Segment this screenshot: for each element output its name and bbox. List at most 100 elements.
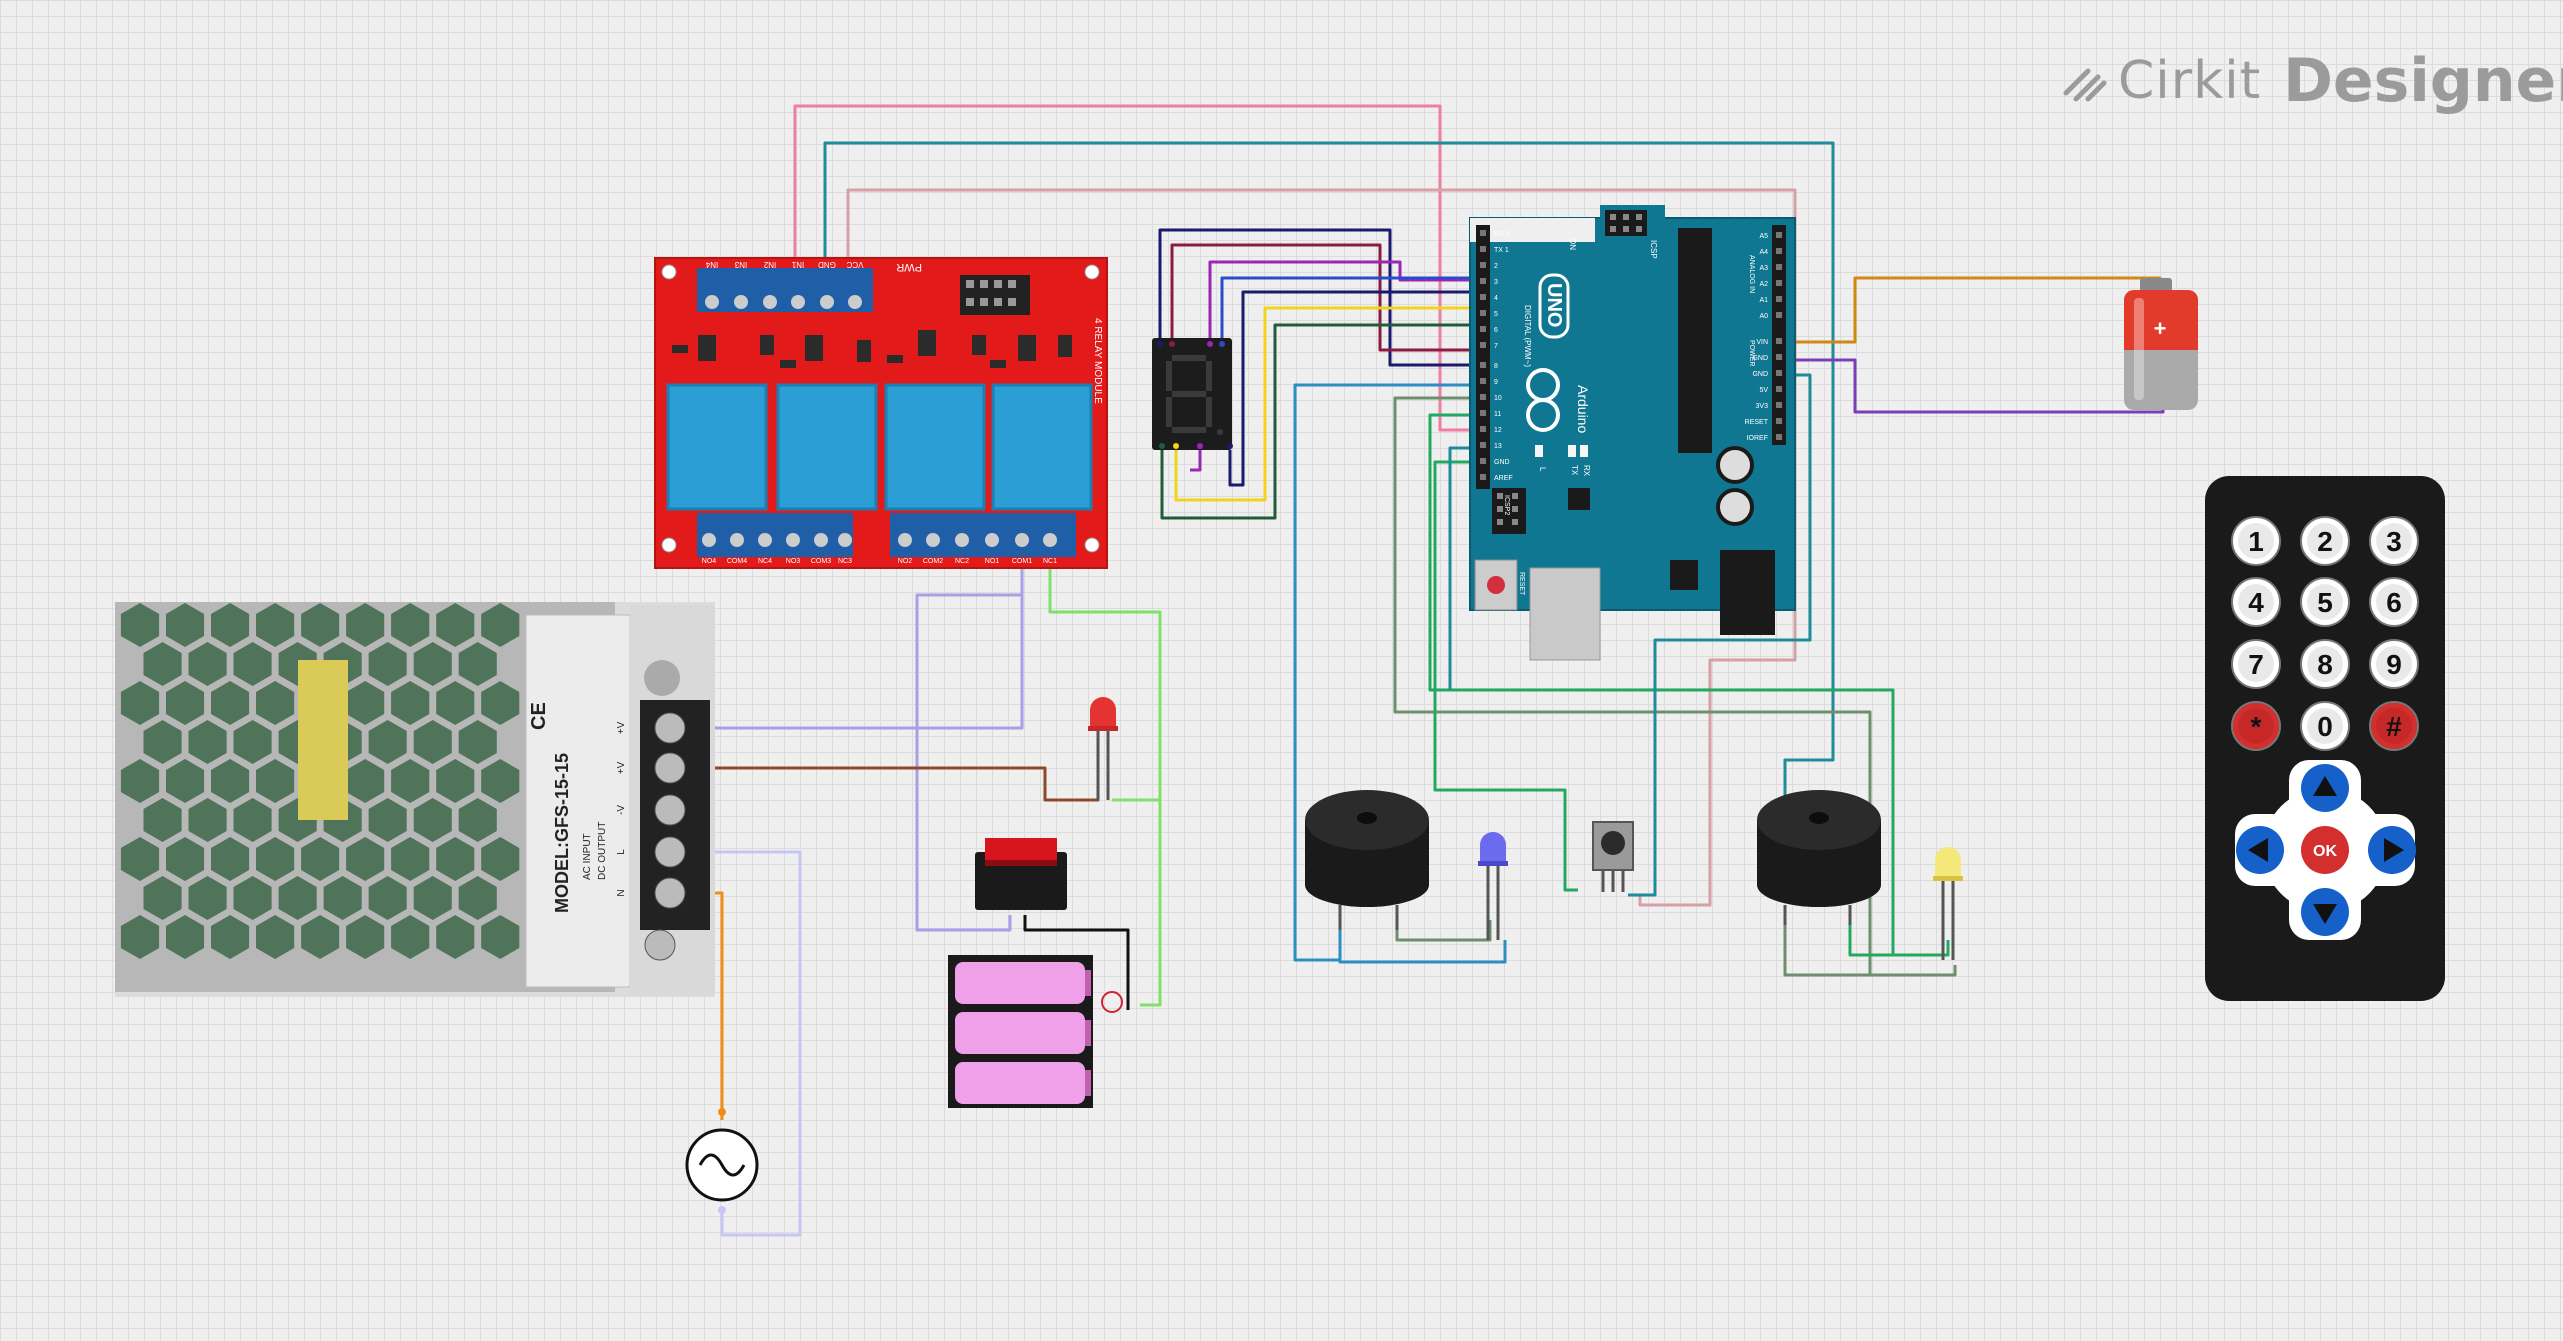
wire-darkgreen[interactable]: [1160, 323, 1475, 520]
brand-name: Cirkit: [2118, 51, 2262, 111]
wire-lightlav[interactable]: [686, 850, 802, 1237]
wire-blue-seg[interactable]: [1220, 276, 1475, 338]
arduino-leds: [1535, 445, 1588, 457]
relay-pin-nc3: NC3: [838, 558, 852, 565]
wire-pink[interactable]: [793, 104, 1474, 432]
remote-key-1[interactable]: 1: [2231, 516, 2281, 566]
remote-key-hash[interactable]: #: [2369, 701, 2419, 751]
remote-key-3[interactable]: 3: [2369, 516, 2419, 566]
psu-grill-cell: [166, 603, 205, 647]
remote-key-7[interactable]: 7: [2231, 639, 2281, 689]
arduino-pin-a3: A3: [1759, 265, 1768, 272]
psu-term-v2: +V: [616, 761, 627, 774]
wire-lavender-2[interactable]: [915, 555, 1024, 932]
wire-navy[interactable]: [1158, 228, 1475, 367]
remote-key-label: 2: [2317, 526, 2333, 557]
psu-term-l: L: [616, 849, 627, 855]
remote-key-0[interactable]: 0: [2300, 701, 2350, 751]
rocker-switch[interactable]: [975, 838, 1067, 910]
remote-key-9[interactable]: 9: [2369, 639, 2419, 689]
wire-teal-led[interactable]: [1448, 446, 1475, 690]
remote-key-8[interactable]: 8: [2300, 639, 2350, 689]
wire-sage-bz1[interactable]: [1395, 905, 1492, 942]
psu-grill-cell: [301, 837, 340, 881]
wire-green-ir[interactable]: [1433, 460, 1578, 892]
remote-key-star[interactable]: *: [2231, 701, 2281, 751]
wire-violet-bat[interactable]: [1778, 358, 2165, 414]
arduino-icsp-label: ICSP: [1649, 240, 1658, 259]
psu-dc-output-label: DC OUTPUT: [597, 822, 608, 880]
buzzer-left[interactable]: [1305, 790, 1429, 930]
arduino-l-label: L: [1538, 467, 1547, 472]
wire-sky-bz1[interactable]: [1338, 910, 1507, 964]
psu-grill-cell: [188, 798, 227, 842]
remote-key-5[interactable]: 5: [2300, 577, 2350, 627]
psu-grill-cell: [323, 876, 362, 920]
psu-grill-cell: [256, 837, 295, 881]
arduino-power-jack[interactable]: [1720, 550, 1775, 635]
arduino-pin-ioref: IOREF: [1747, 435, 1768, 442]
wire-lightgreen[interactable]: [1048, 555, 1162, 1007]
psu-grill-cell: [391, 759, 430, 803]
ir-receiver[interactable]: [1592, 821, 1634, 892]
remote-key-2[interactable]: 2: [2300, 516, 2350, 566]
battery-icon[interactable]: +: [2124, 278, 2198, 410]
psu-grill-cell: [278, 876, 317, 920]
arduino-pin-gnd: GND: [1494, 459, 1510, 466]
psu-grill-cell: [211, 681, 250, 725]
led-blue[interactable]: [1478, 832, 1508, 940]
arduino-pin-a5: A5: [1759, 233, 1768, 240]
relay-pin-no2: NO2: [898, 558, 913, 565]
arduino-pin-3: 3: [1494, 279, 1498, 286]
arduino-uno[interactable]: ICSP ON DIGITAL (PWM~) POWER ANALOG IN R…: [1469, 205, 1796, 661]
wire-purple-2[interactable]: [1190, 450, 1202, 472]
cirkit-logo-icon: [2063, 68, 2107, 102]
arduino-reset-button[interactable]: [1474, 559, 1518, 611]
psu-grill-cell: [413, 798, 452, 842]
wire-blue-led[interactable]: [1628, 373, 1812, 897]
wire-maroon[interactable]: [1170, 243, 1475, 352]
wire-black-sw[interactable]: [1023, 915, 1130, 1010]
wire-navy-2[interactable]: [1228, 290, 1475, 487]
arduino-usb-port[interactable]: [1529, 567, 1601, 661]
led-yellow[interactable]: [1933, 847, 1963, 960]
arduino-pin-7: 7: [1494, 343, 1498, 350]
wire-green-bz2[interactable]: [1848, 905, 1950, 957]
arduino-pin-a0: A0: [1759, 313, 1768, 320]
psu-grill-cell: [481, 837, 520, 881]
wire-lavender[interactable]: [686, 555, 1024, 730]
wire-mauve[interactable]: [846, 188, 1797, 907]
wire-purple[interactable]: [1208, 260, 1475, 338]
cirkit-designer-logo: Cirkit Designer: [2058, 46, 2563, 116]
relay-pin-no3: NO3: [786, 558, 801, 565]
relay-pin-no1: NO1: [985, 558, 1000, 565]
dpad-ok-button[interactable]: [2301, 826, 2349, 874]
wire-orange-bat[interactable]: [1778, 276, 2162, 344]
remote-key-4[interactable]: 4: [2231, 577, 2281, 627]
brand-product: Designer: [2283, 46, 2563, 116]
seven-segment-display[interactable]: [1152, 338, 1233, 450]
arduino-on-label: ON: [1568, 238, 1577, 250]
psu-grill-cell: [481, 681, 520, 725]
led-red[interactable]: [1088, 697, 1118, 800]
buzzer-right[interactable]: [1757, 790, 1881, 925]
psu-grill-cell: [211, 915, 250, 959]
battery-pack[interactable]: [948, 955, 1123, 1108]
remote-key-6[interactable]: 6: [2369, 577, 2419, 627]
psu-grill-cell: [391, 837, 430, 881]
psu-grill-cell: [256, 681, 295, 725]
wire-sage-bz2[interactable]: [1783, 905, 1955, 977]
wire-yellow[interactable]: [1174, 306, 1475, 502]
psu-grill-cell: [120, 915, 160, 959]
psu-model-label: MODEL:GFS-15-15: [552, 753, 572, 913]
relay-module[interactable]: IN4 IN3 IN2 IN1 GND VCC PWR 4 RELAY MODU…: [654, 257, 1108, 569]
arduino-pin-5v: 5V: [1759, 387, 1768, 394]
power-supply[interactable]: MODEL:GFS-15-15 AC INPUT DC OUTPUT CE +V…: [115, 602, 715, 997]
wire-teal[interactable]: [823, 141, 1835, 800]
ac-source-icon[interactable]: [685, 1108, 759, 1214]
psu-grill-cell: [233, 798, 272, 842]
relay-pin-nc4: NC4: [758, 558, 772, 565]
wire-brown[interactable]: [686, 760, 1100, 802]
